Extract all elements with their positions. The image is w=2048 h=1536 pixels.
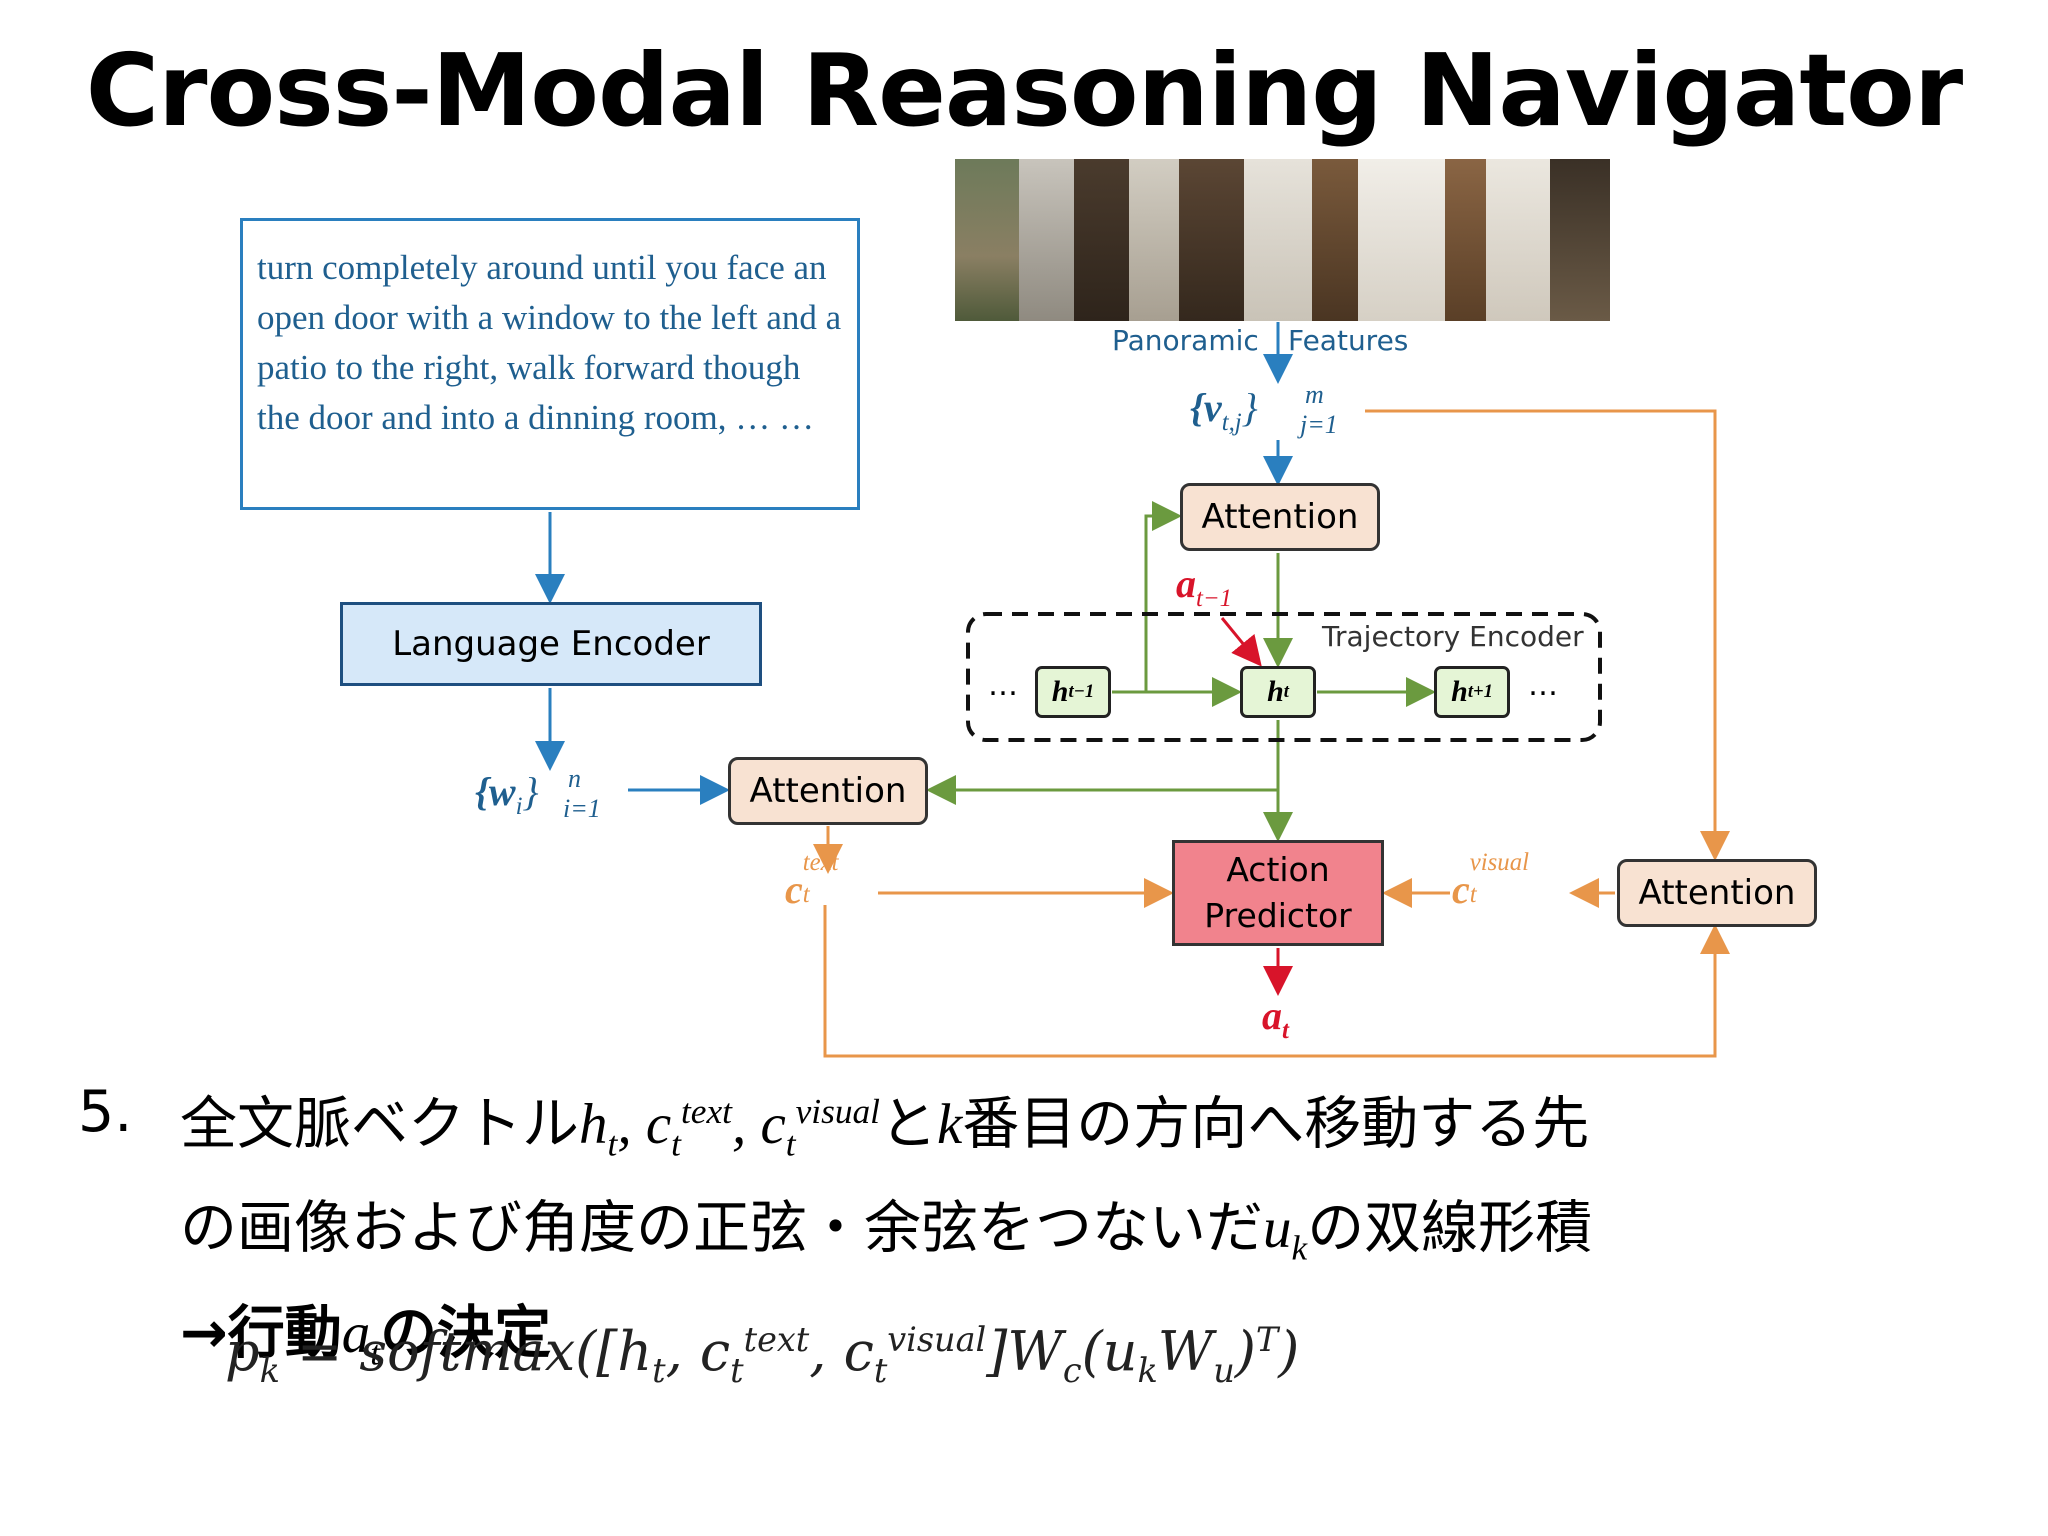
trajectory-ellipsis-left: … xyxy=(988,668,1018,703)
language-encoder: Language Encoder xyxy=(340,602,762,686)
item-line-3: →行動atの決定 xyxy=(180,1299,552,1373)
action-predictor-line2: Predictor xyxy=(1204,896,1352,935)
panorama-image xyxy=(955,159,1610,321)
arrow-features-to-visual-attention xyxy=(1365,409,1730,861)
visual-feature-set-sup: m xyxy=(1305,380,1324,409)
slide-title: Cross-Modal Reasoning Navigator xyxy=(85,32,1963,149)
arrow-aprev-to-ht xyxy=(1220,617,1262,667)
word-feature-set-range: i=1 xyxy=(563,794,601,823)
text-attention-box: Attention xyxy=(728,757,928,825)
trajectory-ellipsis-right: … xyxy=(1528,668,1558,703)
word-feature-set-sup: n xyxy=(568,764,581,793)
instruction-box: turn completely around until you face an… xyxy=(240,218,860,510)
previous-action-label: at−1 xyxy=(1176,561,1233,612)
item-line-1: 全文脈ベクトルht, cttext, ctvisualとk番目の方向へ移動する先 xyxy=(180,1091,1590,1164)
word-feature-set: {wi} xyxy=(475,769,539,820)
softmax-formula: pk = softmax([ht, cttext, ctvisual]Wc(uk… xyxy=(225,1320,1300,1390)
panoramic-label-left: Panoramic xyxy=(1112,324,1259,357)
action-output-label: at xyxy=(1262,993,1289,1044)
trajectory-encoder-frame xyxy=(966,612,1602,742)
panoramic-label-right: Features xyxy=(1288,324,1409,357)
arrow-hprev-to-attention xyxy=(1144,501,1182,692)
action-predictor: Action Predictor xyxy=(1172,840,1384,946)
visual-attention-box: Attention xyxy=(1180,483,1380,551)
visual-feature-set-range: j=1 xyxy=(1300,410,1338,439)
action-predictor-line1: Action xyxy=(1226,850,1330,889)
item-line-2: の画像および角度の正弦・余弦をつないだukの双線形積 xyxy=(180,1195,1593,1268)
panoramic-attention-box: Attention xyxy=(1617,859,1817,927)
item-number: 5. xyxy=(78,1079,133,1145)
arrow-loop-to-visual-attention xyxy=(823,905,1730,1058)
item-body: 全文脈ベクトルht, cttext, ctvisualとk番目の方向へ移動する先… xyxy=(180,1070,2040,1395)
trajectory-encoder-label: Trajectory Encoder xyxy=(1322,620,1584,653)
visual-feature-set: {vt,j} xyxy=(1190,385,1258,436)
